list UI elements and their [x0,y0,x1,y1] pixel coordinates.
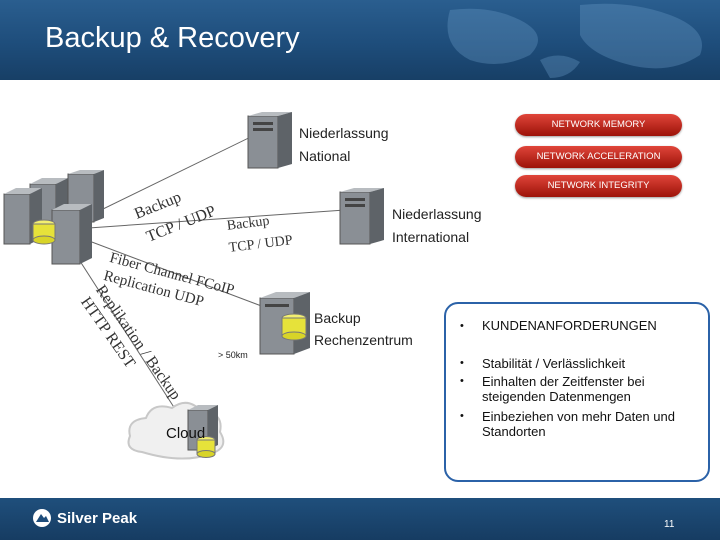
network-memory-pill: NETWORK MEMORY [515,114,682,136]
site-national-line1: Niederlassung [299,125,389,141]
cloud-label: Cloud [166,425,206,442]
server-national-icon [247,112,292,169]
requirement-item: Einhalten der Zeitfenster bei steigenden… [482,374,645,404]
requirement-item: Einbeziehen von mehr Daten und Standorte… [482,409,675,439]
cloud-icon [127,401,225,460]
page-number: 11 [664,519,675,530]
slide-title: Backup & Recovery [45,22,300,54]
requirements-heading: KUNDENANFORDERUNGEN [482,318,657,333]
distance-label: > 50km [218,350,248,360]
bullet-dot: • [460,357,464,369]
server-international-icon [339,188,384,245]
site-national-line2: National [299,148,351,164]
site-datacenter-line1: Backup [314,310,361,326]
bullet-dot: • [460,375,464,387]
logo-text: Silver Peak [57,509,138,527]
site-international-line1: Niederlassung [392,206,482,222]
slide-footer [0,498,720,540]
slide-header: Backup & Recovery [0,0,720,80]
bullet-dot: • [460,410,464,422]
silver-peak-logo: Silver Peak [32,508,137,528]
server-datacenter-icon [259,292,310,355]
bullet-dot: • [460,320,464,332]
world-map-graphic [447,3,702,78]
logo-mark-icon [33,509,51,527]
requirements-panel [444,302,710,482]
site-international-line2: International [392,229,470,245]
network-acceleration-pill: NETWORK ACCELERATION [515,146,682,168]
network-integrity-pill: NETWORK INTEGRITY [515,175,682,197]
requirement-item: Stabilität / Verlässlichkeit [482,356,626,371]
server-cluster-icon [3,170,104,265]
site-datacenter-line2: Rechenzentrum [314,332,413,348]
